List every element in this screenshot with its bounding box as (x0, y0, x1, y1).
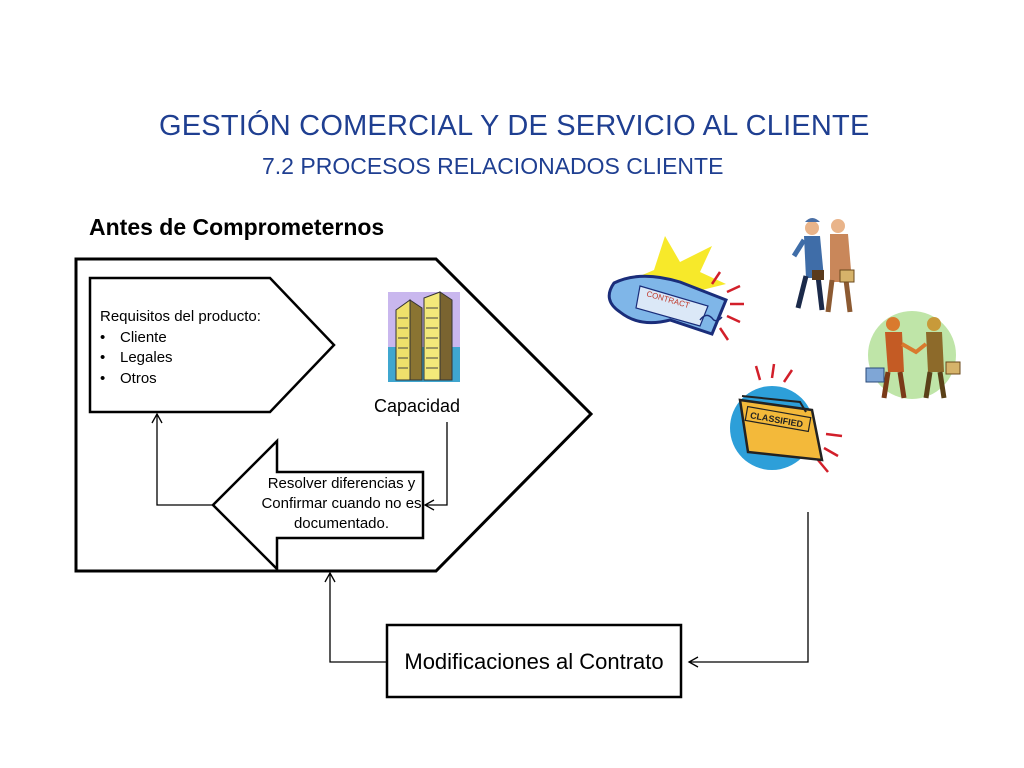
modifications-box (385, 623, 683, 699)
capacity-label: Capacidad (374, 396, 461, 416)
requirement-item: Otros (100, 369, 261, 390)
requirement-item: Legales (100, 348, 261, 369)
connector-clipart-to-modifications (687, 512, 809, 668)
handshake-icon (865, 311, 961, 399)
modifications-label: Modificaciones al Contrato (404, 648, 664, 674)
contract-icon: CONTRACT (607, 236, 744, 341)
connector-resolve-to-requirements (151, 412, 213, 506)
resolve-label: Resolver diferencias y Confirmar cuando … (261, 475, 422, 532)
requirements-text: Requisitos del producto: Cliente Legales… (100, 307, 261, 389)
buildings-icon (388, 291, 460, 382)
businessmen-icon (791, 218, 855, 313)
requirement-item: Cliente (100, 328, 261, 349)
connector-modifications-to-process (324, 571, 387, 663)
connector-capacity-to-resolve (423, 422, 448, 511)
resolve-shape (211, 437, 425, 573)
page-subtitle: 7.2 PROCESOS RELACIONADOS CLIENTE (262, 153, 724, 179)
section-title: Antes de Comprometernos (89, 214, 385, 240)
requirements-list: Cliente Legales Otros (100, 328, 261, 390)
page-title: GESTIÓN COMERCIAL Y DE SERVICIO AL CLIEN… (159, 110, 870, 142)
requirements-heading: Requisitos del producto: (100, 308, 261, 325)
classified-folder-icon: CLASSIFIED (730, 363, 843, 473)
